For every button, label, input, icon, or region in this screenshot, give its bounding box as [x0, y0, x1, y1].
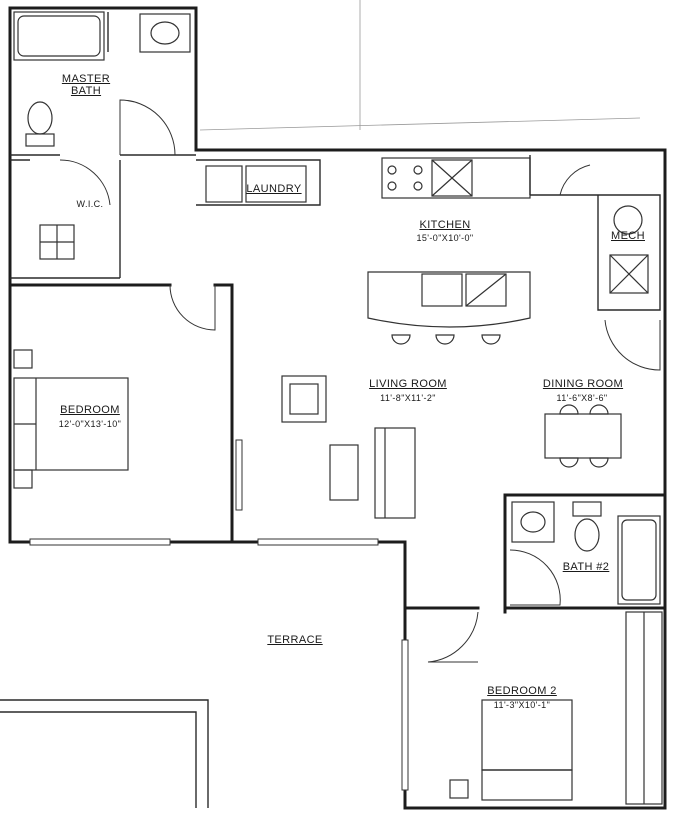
sink-counter: [511, 501, 555, 543]
master-bath-label-line1: MASTER: [61, 73, 111, 85]
nightstand: [13, 349, 33, 369]
dining-table: [544, 413, 622, 459]
dryer: [245, 165, 307, 203]
bath-2-label: BATH #2: [562, 561, 610, 573]
bedroom-2-dims: 11'-3"X10'-1": [493, 700, 551, 710]
bedroom2-fixtures: [449, 611, 663, 805]
kitchen-fixtures: [367, 159, 531, 345]
bedroom-2-label: BEDROOM 2: [487, 685, 557, 697]
sink-counter: [139, 13, 191, 53]
toilet: [27, 101, 53, 135]
living-room-dims: 11'-8"X11'-2": [380, 393, 436, 403]
sink: [150, 21, 180, 45]
laundry-label: LAUNDRY: [246, 183, 302, 195]
sink: [520, 511, 546, 533]
wic-label: W.I.C.: [76, 199, 104, 209]
sofa: [374, 427, 416, 519]
wic-fixtures: [39, 224, 75, 260]
dining-room-label: DINING ROOM: [542, 378, 624, 390]
terrace-edge: [0, 699, 209, 808]
interior-walls: [8, 12, 667, 614]
bath2-fixtures: [511, 501, 661, 605]
mech-fixtures: [609, 205, 649, 294]
master-bath-fixtures: [13, 11, 191, 147]
living-room-label: LIVING ROOM: [369, 378, 447, 390]
master-bath-label: MASTER BATH: [56, 73, 116, 97]
kitchen-dims: 15'-0"X10'-0": [416, 233, 474, 243]
living-furniture: [281, 375, 416, 519]
nightstand: [13, 469, 33, 489]
armchair: [281, 375, 327, 423]
nightstand: [449, 779, 469, 799]
mech-label: MECH: [611, 230, 645, 242]
toilet: [574, 518, 600, 552]
doors: [59, 99, 661, 663]
coffee-table: [329, 444, 359, 501]
washer: [205, 165, 243, 203]
dining-furniture: [544, 404, 622, 468]
hvac-unit: [609, 254, 649, 294]
bedroom-label: BEDROOM: [60, 404, 120, 416]
water-heater: [613, 205, 643, 235]
kitchen-label: KITCHEN: [419, 219, 471, 231]
laundry-fixtures: [205, 165, 307, 203]
bathtub: [13, 11, 105, 61]
bedroom-fixtures: [13, 349, 129, 489]
master-bath-label-line2: BATH: [70, 85, 102, 97]
island-sink: [421, 273, 463, 307]
kitchen-island: [367, 271, 531, 328]
dining-room-dims: 11'-6"X8'-6": [556, 393, 608, 403]
scan-line: [199, 117, 641, 131]
windows: [29, 439, 409, 791]
bedroom-dims: 12'-0"X13'-10": [58, 419, 122, 429]
bathtub: [617, 515, 661, 605]
terrace-label: TERRACE: [267, 634, 323, 646]
